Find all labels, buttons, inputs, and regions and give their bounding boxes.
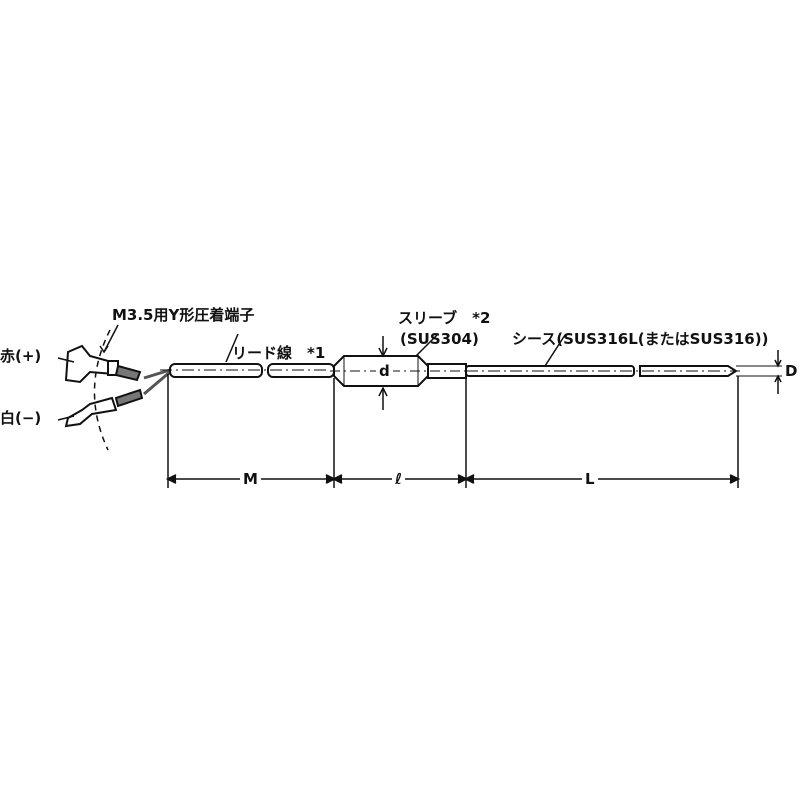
dimension-L: L <box>582 472 598 487</box>
red-plus-label: 赤(+) <box>0 347 42 365</box>
white-minus-label: 白(−) <box>0 409 42 427</box>
dimension-l: ℓ <box>392 472 406 487</box>
dimension-M: M <box>240 472 261 487</box>
sleeve-label: スリーブ *2 <box>398 309 491 327</box>
sleeve-material-label: (SUS304) <box>400 330 479 348</box>
y-terminal-white <box>64 388 144 428</box>
dimension-d: d <box>376 364 393 379</box>
dimension-D: D <box>785 362 798 380</box>
lead-wire-label: リード線 *1 <box>232 344 326 362</box>
y-terminal-red <box>64 344 142 384</box>
sheath-label: シース(SUS316L(またはSUS316)) <box>512 330 769 348</box>
terminal-label: M3.5用Y形圧着端子 <box>112 306 255 324</box>
